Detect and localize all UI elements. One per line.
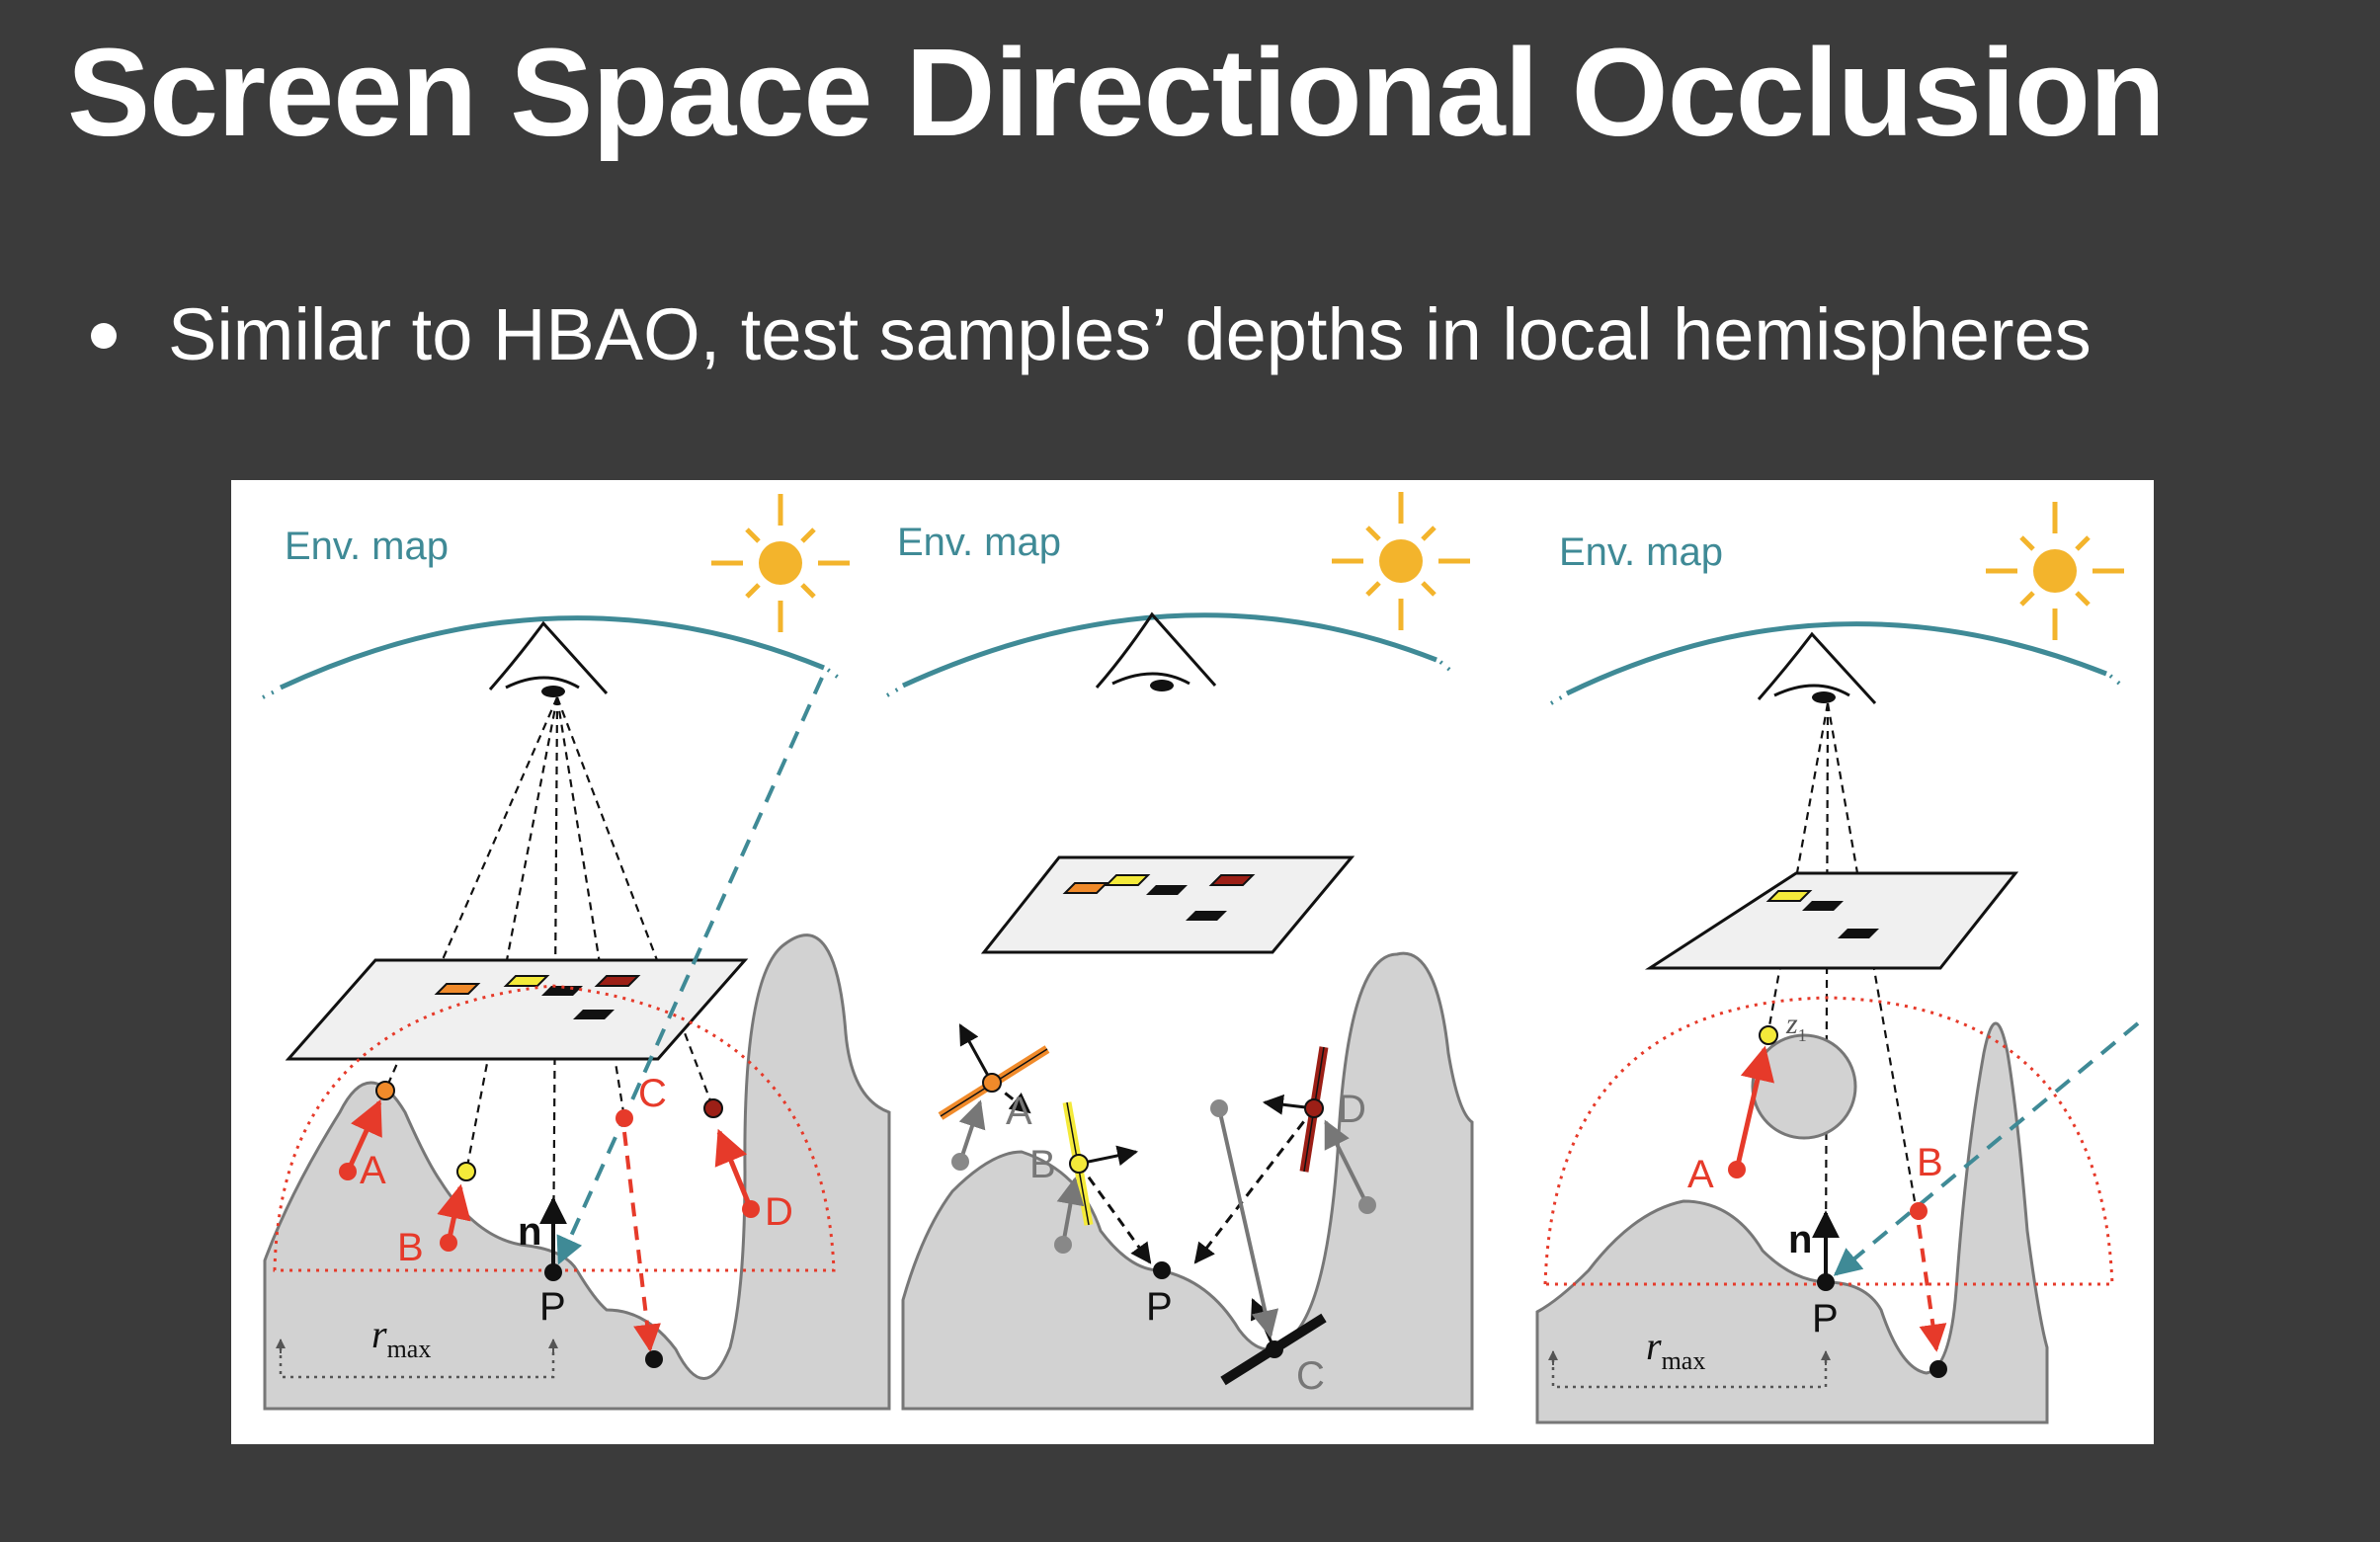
sample-a-projected [375, 1081, 395, 1100]
p-label: P [1146, 1285, 1173, 1329]
sample-b-label: B [397, 1226, 424, 1269]
sample-c-projected [645, 1350, 663, 1368]
panel-2: Env. map [886, 492, 1474, 1411]
ssdo-diagram: Env. map [262, 492, 2140, 1424]
panel3-env-label: Env. map [1559, 530, 1723, 574]
sample-b-arrow [1917, 1224, 1947, 1352]
sample-a-normal [958, 1023, 994, 1084]
sample-c-arrow [1217, 1107, 1279, 1339]
terrain [1535, 1021, 2049, 1424]
sample-b-projected [1929, 1360, 1947, 1378]
view-rays [1766, 702, 1917, 1279]
panel-3: Env. map [1535, 502, 2140, 1424]
image-plane [980, 855, 1355, 954]
image-plane [285, 958, 749, 1061]
env-map-arc-end [886, 686, 902, 697]
sample-a-dot [951, 1153, 969, 1171]
sample-b-label: B [1917, 1141, 1943, 1184]
ssdo-figure: Env. map [231, 480, 2154, 1444]
sample-b-projected [456, 1162, 476, 1181]
sample-c-label: C [638, 1072, 667, 1115]
sample-d-projected [703, 1098, 723, 1118]
sample-d-dot [742, 1200, 760, 1218]
sample-d-ray [1193, 1107, 1316, 1264]
image-plane-pixels [1062, 874, 1256, 921]
sample-a-label: A [1006, 1090, 1032, 1133]
sample-hemisphere [1543, 996, 2114, 1286]
sample-b-ray [1077, 1163, 1152, 1264]
env-map-arc [901, 612, 1437, 689]
sample-c-arrow [622, 1131, 661, 1352]
light-ray [556, 677, 824, 1265]
bullet-dot [91, 323, 117, 350]
sample-d-arrow [1324, 1119, 1369, 1206]
sample-b-dot [440, 1234, 457, 1252]
sample-b-arrow [1056, 1177, 1085, 1246]
env-map-arc [279, 615, 825, 690]
z1-label: z1 [1785, 1008, 1807, 1045]
view-rays [383, 696, 715, 1273]
eye-icon [1095, 611, 1217, 691]
rmax-label: rmax [1646, 1324, 1705, 1375]
occluder-sphere [1751, 1033, 1857, 1140]
point-p [1817, 1273, 1835, 1291]
sample-b-projected [1069, 1154, 1089, 1174]
sun-icon [1332, 492, 1470, 630]
sample-d-label: D [765, 1190, 793, 1234]
sample-b-dot [1054, 1236, 1072, 1254]
p-label: P [1812, 1297, 1839, 1340]
slide-title: Screen Space Directional Occlusion [67, 23, 2166, 162]
bullet-text: Similar to HBAO, test samples’ depths in… [168, 293, 2092, 375]
panel2-env-label: Env. map [897, 521, 1061, 564]
sample-a-projected [982, 1073, 1002, 1093]
point-p [1153, 1261, 1171, 1279]
sample-d-dot [1358, 1196, 1376, 1214]
eye-icon [1757, 631, 1877, 705]
bullet-item: Similar to HBAO, test samples’ depths in… [91, 292, 2092, 376]
image-plane-pixels [1765, 890, 1879, 938]
eye-icon [488, 620, 609, 697]
light-ray [1833, 1021, 2140, 1276]
normal-label: n [518, 1210, 541, 1254]
sample-c-dot [616, 1109, 633, 1127]
sample-a-projected [1759, 1025, 1778, 1045]
sample-c-label: C [1296, 1354, 1325, 1398]
panel1-env-label: Env. map [285, 525, 449, 568]
sample-d-projected [1304, 1098, 1324, 1118]
sample-a-dot [1728, 1161, 1746, 1178]
rmax-label: rmax [371, 1312, 431, 1363]
sample-c-projected [1266, 1340, 1283, 1358]
terrain [901, 951, 1474, 1411]
sample-d-label: D [1338, 1088, 1366, 1131]
env-map-arc-end [262, 688, 280, 699]
image-plane [1644, 871, 2019, 970]
sample-b-label: B [1029, 1143, 1056, 1186]
sample-a-dot [339, 1163, 357, 1180]
env-map-arc [1565, 621, 2107, 696]
sample-a-label: A [360, 1149, 386, 1192]
sample-a-arrow [345, 1098, 382, 1174]
sample-a-arrow [1734, 1045, 1775, 1171]
normal-label: n [1788, 1218, 1812, 1261]
sample-a-label: A [1687, 1153, 1714, 1196]
env-map-arc-end [1550, 693, 1566, 705]
panel-1: Env. map [262, 494, 891, 1411]
p-label: P [539, 1285, 566, 1329]
env-map-arc-end [826, 668, 846, 684]
sample-c-dot [1210, 1099, 1228, 1117]
sample-a-arrow [958, 1099, 986, 1163]
sample-d-arrow [714, 1128, 754, 1210]
sun-icon [711, 494, 850, 632]
rmax-bracket [279, 1347, 555, 1379]
point-p [544, 1263, 562, 1281]
sample-b-dot [1910, 1202, 1928, 1220]
sample-b-arrow [437, 1183, 471, 1244]
sun-icon [1986, 502, 2124, 640]
env-map-arc-end [1438, 660, 1456, 676]
env-map-arc-end [2108, 674, 2126, 690]
